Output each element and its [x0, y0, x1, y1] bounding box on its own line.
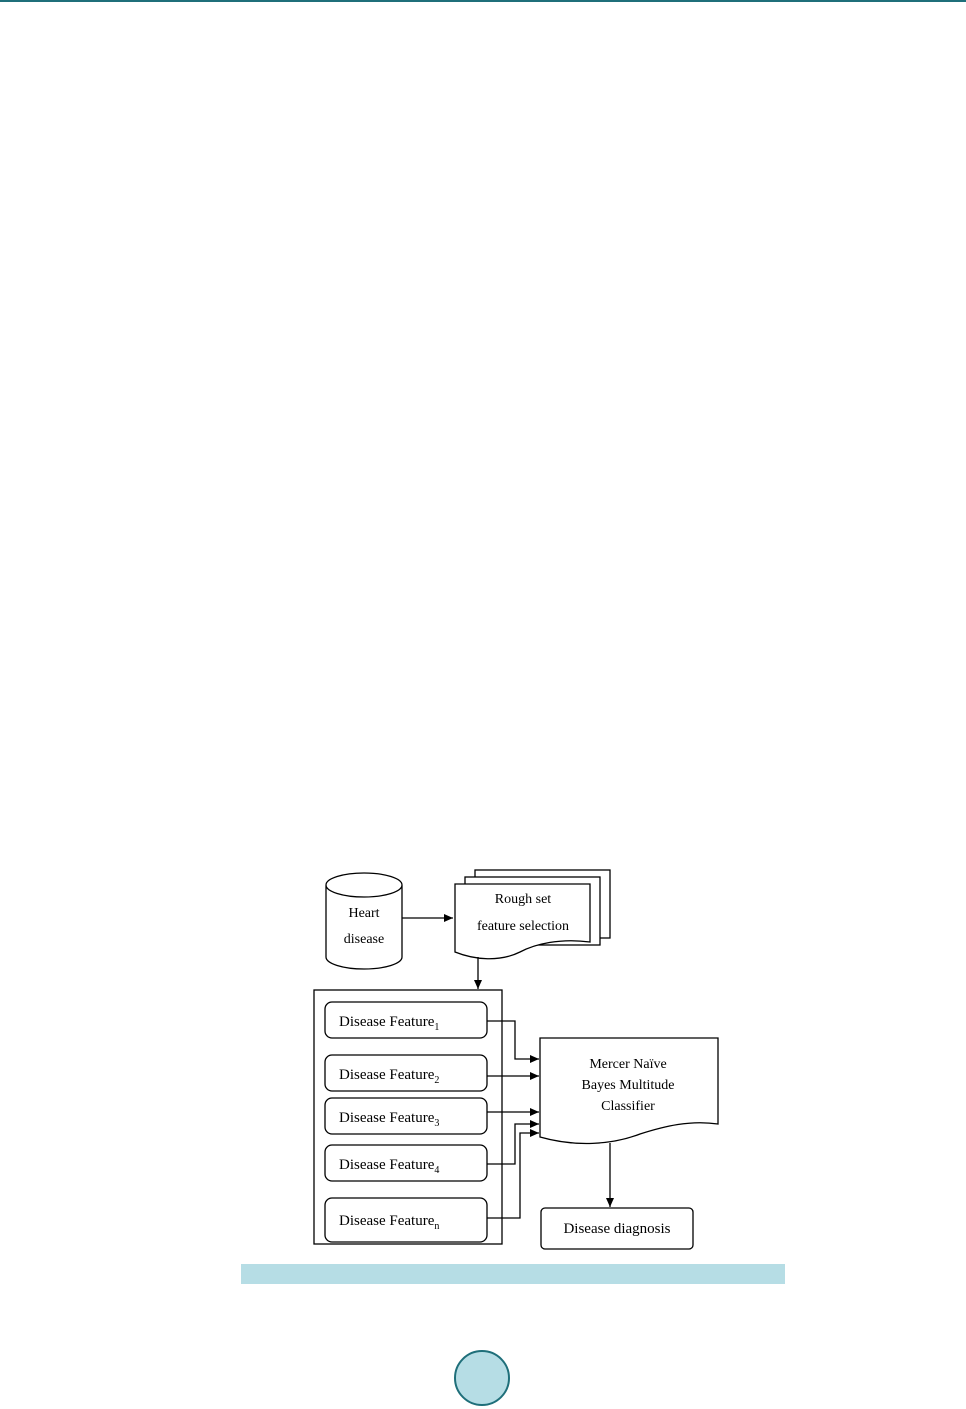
svg-text:Disease Feature3: Disease Feature3: [339, 1110, 439, 1129]
feature-subscript: 4: [434, 1165, 439, 1176]
database-label-line1: Heart: [348, 906, 379, 921]
classifier-node: Mercer Naïve Bayes Multitude Classifier: [539, 1037, 719, 1145]
diagnosis-label: Disease diagnosis: [563, 1221, 670, 1237]
feature-subscript: 2: [434, 1075, 439, 1086]
feature-label: Disease Feature: [339, 1213, 435, 1229]
feature-label: Disease Feature: [339, 1110, 435, 1126]
feature-connectors: [487, 1020, 539, 1219]
database-label-line2: disease: [344, 932, 384, 947]
feature-box: Disease Feature4: [324, 1144, 488, 1182]
feature-label: Disease Feature: [339, 1067, 435, 1083]
svg-text:Disease Featuren: Disease Featuren: [339, 1213, 439, 1232]
diagnosis-node: Disease diagnosis: [540, 1207, 694, 1250]
connector-feature-1: [487, 1020, 539, 1063]
rough-set-selection-node: Rough set feature selection: [454, 869, 611, 960]
feature-box: Disease Feature3: [324, 1097, 488, 1135]
heart-disease-database: Heart disease: [325, 872, 403, 970]
feature-subscript: 3: [434, 1118, 439, 1129]
connector-feature-n: [487, 1129, 539, 1219]
svg-text:Disease Feature1: Disease Feature1: [339, 1014, 439, 1033]
feature-subscript: 1: [434, 1022, 439, 1033]
selection-label-line1: Rough set: [495, 892, 552, 907]
feature-label: Disease Feature: [339, 1157, 435, 1173]
classifier-label-line1: Mercer Naïve: [589, 1057, 666, 1072]
feature-box: Disease Feature1: [324, 1001, 488, 1039]
feature-label: Disease Feature: [339, 1014, 435, 1030]
header-rule: [0, 0, 966, 2]
svg-text:Disease Feature2: Disease Feature2: [339, 1067, 439, 1086]
figure-caption-bar: [241, 1264, 785, 1284]
svg-text:Disease Feature4: Disease Feature4: [339, 1157, 439, 1176]
connector-feature-4: [487, 1120, 539, 1165]
classifier-label-line3: Classifier: [601, 1099, 655, 1114]
page-number-badge: [454, 1350, 510, 1406]
database-icon: [325, 872, 403, 970]
flow-diagram: Heart disease Rough set feature selectio…: [313, 869, 719, 1250]
document-stack-icon: [454, 883, 591, 960]
feature-subscript: n: [434, 1221, 439, 1232]
feature-box: Disease Featuren: [324, 1197, 488, 1243]
classifier-label-line2: Bayes Multitude: [582, 1078, 675, 1093]
document-icon: [539, 1037, 719, 1145]
selection-label-line2: feature selection: [477, 919, 569, 934]
feature-box: Disease Feature2: [324, 1054, 488, 1092]
